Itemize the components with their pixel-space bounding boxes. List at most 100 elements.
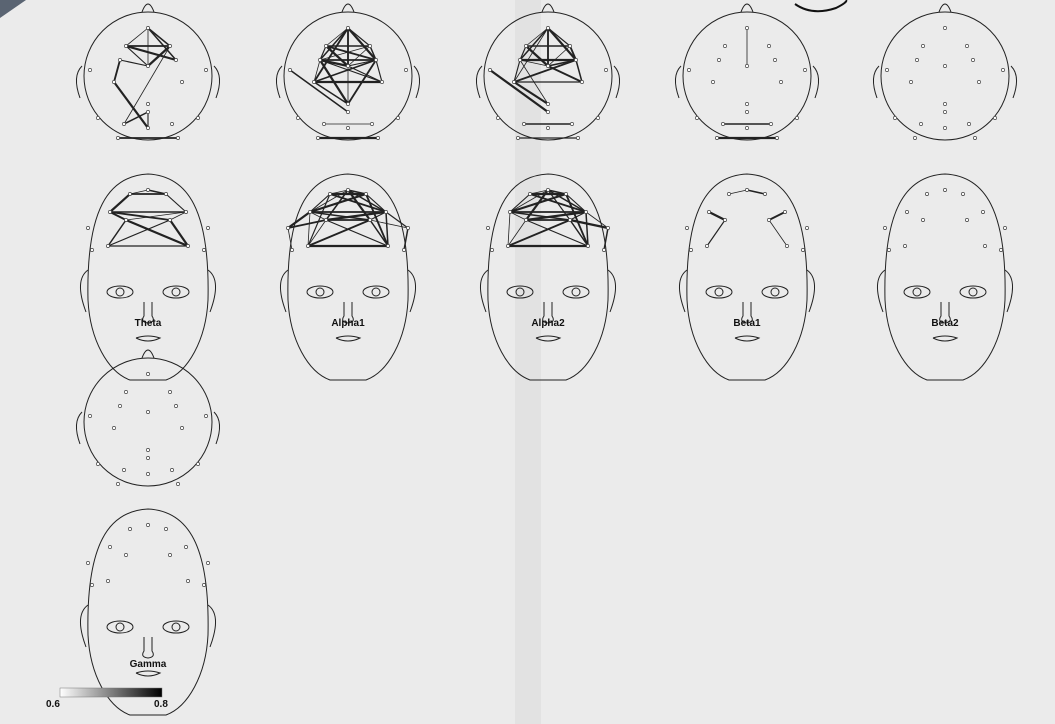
electrode bbox=[346, 126, 349, 129]
electrode bbox=[308, 210, 311, 213]
electrode bbox=[801, 248, 804, 251]
electrode bbox=[118, 404, 121, 407]
electrode bbox=[128, 527, 131, 530]
electrode bbox=[604, 68, 607, 71]
band-label-gamma: Gamma bbox=[88, 659, 208, 670]
electrode bbox=[174, 58, 177, 61]
electrode bbox=[711, 80, 714, 83]
electrode bbox=[943, 26, 946, 29]
electrode bbox=[943, 102, 946, 105]
electrode bbox=[384, 210, 387, 213]
electrode bbox=[586, 244, 589, 247]
electrode bbox=[909, 80, 912, 83]
electrode bbox=[602, 248, 605, 251]
electrode bbox=[893, 116, 896, 119]
electrode bbox=[943, 110, 946, 113]
electrode bbox=[88, 68, 91, 71]
electrode bbox=[773, 58, 776, 61]
electrode bbox=[106, 244, 109, 247]
electrode bbox=[108, 545, 111, 548]
electrode bbox=[887, 248, 890, 251]
electrode bbox=[913, 136, 916, 139]
electrode bbox=[546, 102, 549, 105]
electrode bbox=[90, 583, 93, 586]
electrode bbox=[202, 248, 205, 251]
electrode bbox=[885, 68, 888, 71]
electrode bbox=[324, 44, 327, 47]
electrode bbox=[905, 210, 908, 213]
electrode bbox=[184, 210, 187, 213]
electrode bbox=[695, 116, 698, 119]
electrode bbox=[795, 116, 798, 119]
electrode bbox=[146, 456, 149, 459]
electrode bbox=[204, 414, 207, 417]
electrode bbox=[346, 102, 349, 105]
electrode bbox=[96, 116, 99, 119]
colorbar-min-label: 0.6 bbox=[46, 699, 60, 710]
electrode bbox=[524, 44, 527, 47]
electrode bbox=[528, 192, 531, 195]
electrode bbox=[546, 110, 549, 113]
electrode bbox=[973, 136, 976, 139]
electrode bbox=[306, 244, 309, 247]
electrode bbox=[767, 44, 770, 47]
electrode bbox=[564, 192, 567, 195]
electrode bbox=[206, 226, 209, 229]
band-label-theta: Theta bbox=[88, 318, 208, 329]
electrode bbox=[174, 404, 177, 407]
electrode bbox=[168, 218, 171, 221]
electrode bbox=[689, 248, 692, 251]
electrode bbox=[967, 122, 970, 125]
electrode bbox=[184, 545, 187, 548]
colorbar bbox=[60, 688, 162, 697]
electrode bbox=[516, 136, 519, 139]
electrode bbox=[685, 226, 688, 229]
electrode bbox=[943, 64, 946, 67]
electrode bbox=[779, 80, 782, 83]
electrode bbox=[687, 68, 690, 71]
electrode bbox=[346, 110, 349, 113]
electrode bbox=[745, 188, 748, 191]
electrode bbox=[903, 244, 906, 247]
electrode bbox=[717, 58, 720, 61]
electrode bbox=[805, 226, 808, 229]
electrode bbox=[122, 468, 125, 471]
electrode bbox=[374, 58, 377, 61]
electrode bbox=[312, 80, 315, 83]
electrode bbox=[767, 218, 770, 221]
electrode bbox=[490, 248, 493, 251]
electrode bbox=[146, 102, 149, 105]
electrode bbox=[346, 26, 349, 29]
electrode bbox=[999, 248, 1002, 251]
electrode bbox=[522, 122, 525, 125]
electrode bbox=[204, 68, 207, 71]
electrode bbox=[146, 64, 149, 67]
electrode bbox=[977, 80, 980, 83]
electrode bbox=[146, 126, 149, 129]
electrode bbox=[606, 226, 609, 229]
electrode bbox=[116, 136, 119, 139]
electrode bbox=[206, 561, 209, 564]
electrode bbox=[745, 26, 748, 29]
electrode bbox=[406, 226, 409, 229]
electrode bbox=[596, 116, 599, 119]
electrode bbox=[785, 244, 788, 247]
electrode bbox=[486, 226, 489, 229]
electrode bbox=[86, 226, 89, 229]
electrode bbox=[943, 126, 946, 129]
electrode bbox=[90, 248, 93, 251]
electrode bbox=[386, 244, 389, 247]
electrode bbox=[745, 64, 748, 67]
electrode bbox=[921, 218, 924, 221]
band-label-alpha2: Alpha2 bbox=[488, 318, 608, 329]
electrode bbox=[146, 26, 149, 29]
electrode bbox=[546, 26, 549, 29]
electrode bbox=[965, 218, 968, 221]
electrode bbox=[518, 58, 521, 61]
electrode bbox=[146, 372, 149, 375]
electrode bbox=[496, 116, 499, 119]
electrode bbox=[112, 426, 115, 429]
electrode bbox=[168, 390, 171, 393]
electrode bbox=[763, 192, 766, 195]
